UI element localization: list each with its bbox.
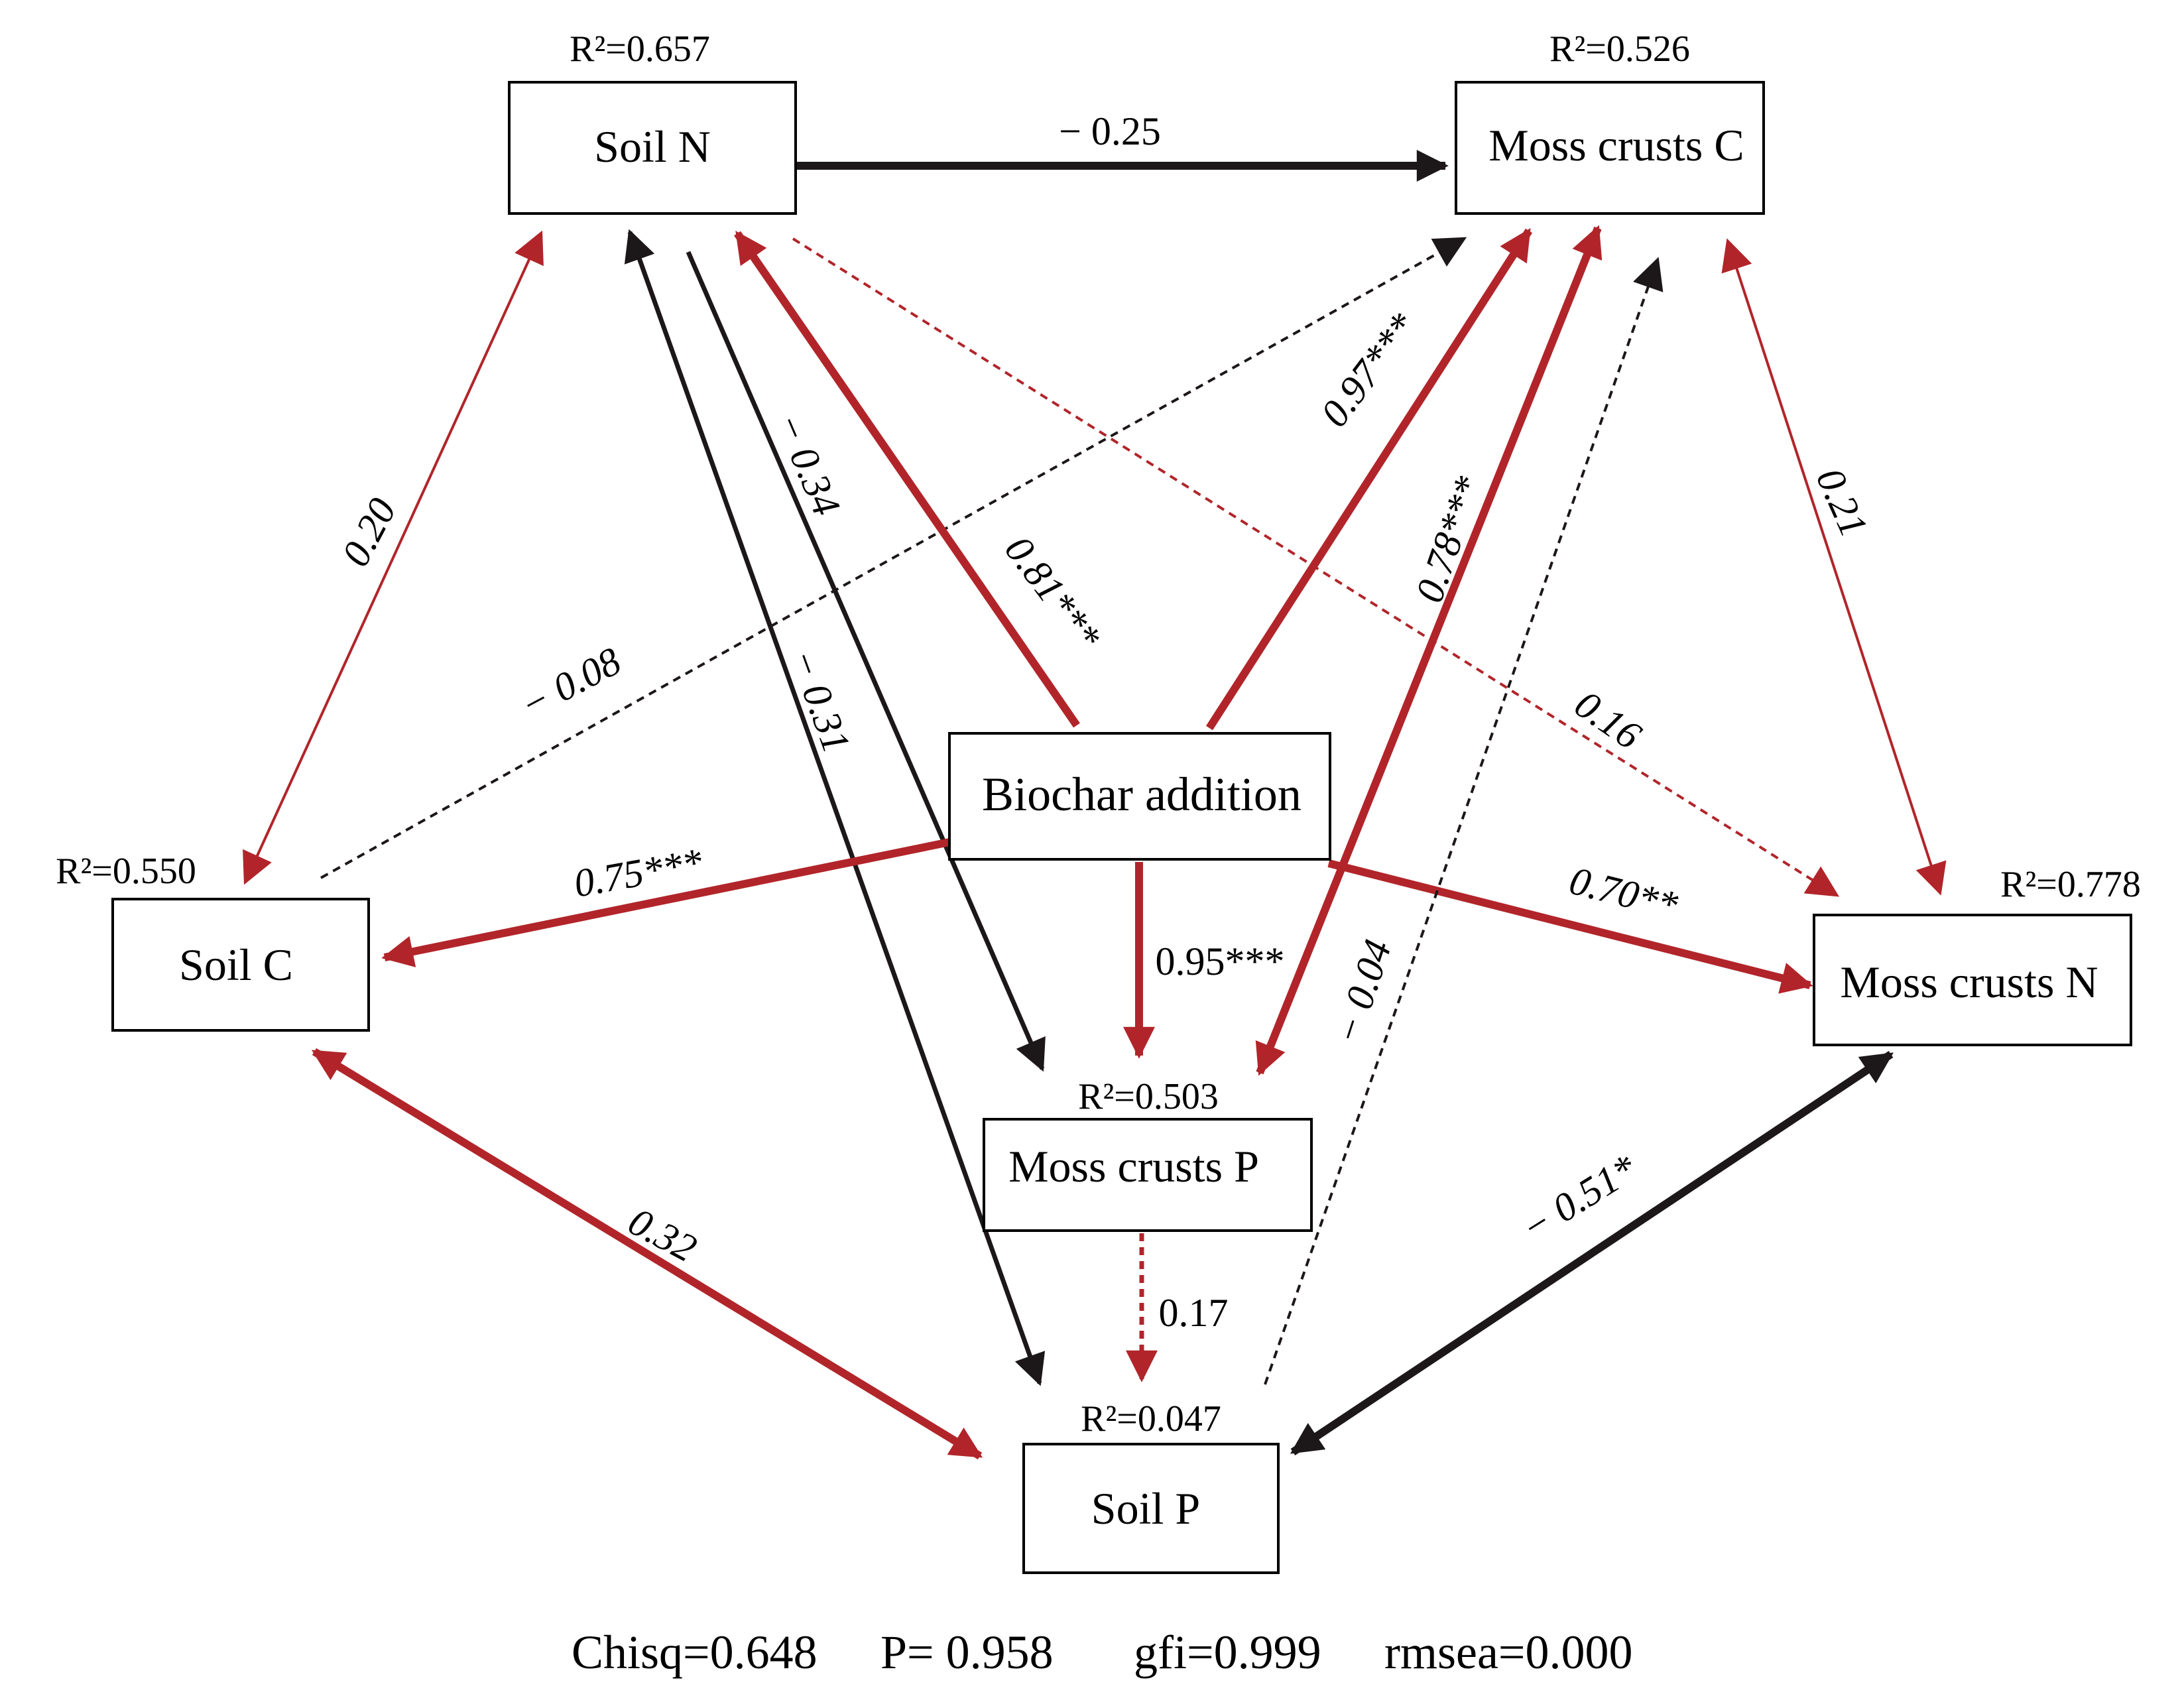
node-soil-n-r2: R²=0.657 [570,29,710,70]
node-moss-crusts-c: Moss crusts C R²=0.526 [1455,29,1765,215]
node-soil-c-r2: R²=0.550 [56,851,196,892]
coef-soilc-mossc: − 0.08 [513,639,628,728]
node-soil-c: Soil C R²=0.550 [56,851,370,1032]
fit-chisq: Chisq=0.648 [572,1626,818,1679]
node-soil-n-label: Soil N [594,121,711,172]
coef-soiln-soilc: 0.20 [333,491,405,574]
coef-mossc-mossn: 0.21 [1808,461,1876,543]
arrow-biochar-soilc [381,838,951,967]
arrow-soiln-soilc [243,230,544,885]
node-moss-crusts-c-label: Moss crusts C [1488,120,1744,170]
coef-soiln-mossn: 0.16 [1567,682,1650,757]
path-arrows [243,150,1947,1460]
arrow-soilp-mossn [1290,1051,1894,1455]
arrow-soilc-soilp [311,1048,983,1460]
coef-mossp-soilp: 0.17 [1159,1291,1229,1335]
coef-biochar-mossp: 0.95*** [1156,940,1285,983]
node-moss-crusts-n-label: Moss crusts N [1840,957,2098,1007]
arrow-biochar-soiln [734,231,1080,728]
node-moss-crusts-n-r2: R²=0.778 [2000,864,2141,905]
coef-soiln-mossc: − 0.25 [1059,109,1161,153]
node-moss-crusts-c-r2: R²=0.526 [1549,29,1690,70]
node-soil-n: Soil N R²=0.657 [508,29,797,215]
node-moss-crusts-p-label: Moss crusts P [1008,1141,1259,1191]
coef-biochar-mossn: 0.70** [1565,859,1682,928]
arrow-mossc-mossp [1255,225,1603,1076]
node-soil-p: Soil P R²=0.047 [1022,1398,1280,1574]
node-soil-p-r2: R²=0.047 [1081,1398,1221,1439]
node-moss-crusts-p: Moss crusts P R²=0.503 [983,1076,1313,1232]
fit-statistics: Chisq=0.648 P= 0.958 gfi=0.999 rmsea=0.0… [572,1626,1633,1679]
arrow-soiln-mossp [686,251,1046,1072]
node-soil-c-label: Soil C [179,940,293,990]
node-moss-crusts-p-r2: R²=0.503 [1078,1076,1219,1117]
arrow-soiln-mossn [792,237,1840,897]
arrow-biochar-mossn [1327,859,1813,994]
coef-soilp-soiln: − 0.31 [781,643,859,758]
node-moss-crusts-n: Moss crusts N R²=0.778 [1813,864,2141,1046]
fit-gfi: gfi=0.999 [1134,1626,1321,1679]
coef-soilp-mossc: − 0.04 [1325,934,1400,1049]
arrow-biochar-mossc [1205,227,1533,731]
coef-mossc-mossp: 0.78*** [1407,471,1490,608]
node-soil-p-label: Soil P [1091,1483,1200,1534]
variable-boxes: Soil N R²=0.657 Moss crusts C R²=0.526 S… [56,29,2141,1574]
arrow-mossc-mossn [1721,238,1947,896]
node-biochar-addition-label: Biochar addition [982,768,1302,821]
fit-rmsea: rmsea=0.000 [1384,1626,1633,1679]
fit-p: P= 0.958 [880,1626,1054,1679]
node-biochar-addition: Biochar addition [948,732,1331,861]
